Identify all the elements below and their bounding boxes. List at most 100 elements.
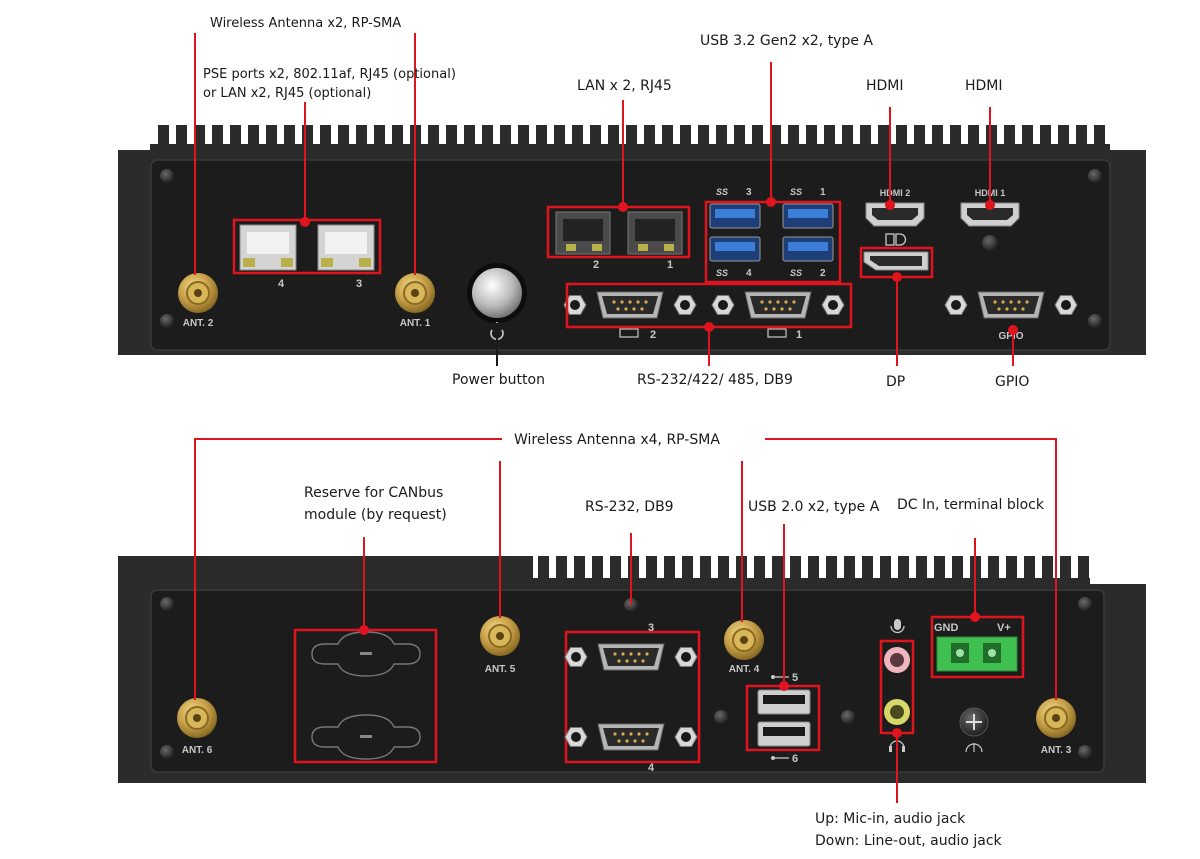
callout-dot (892, 272, 902, 282)
screw (160, 314, 174, 328)
bottom-callout-lines (194, 438, 1057, 803)
screw (841, 710, 855, 724)
screw (1088, 314, 1102, 328)
usb-1-label: 1 (820, 187, 826, 198)
callout-dot (970, 612, 980, 622)
serial-4-label: 4 (648, 762, 655, 774)
screw (982, 235, 998, 251)
usb-ss-mark: SS (716, 187, 728, 197)
usb32-port-1 (782, 203, 834, 229)
pse-port-3-label: 3 (356, 278, 362, 290)
usb20-port-6 (757, 721, 811, 747)
displayport-port (863, 251, 929, 271)
dp-icon (885, 233, 907, 246)
usb32-port-3 (709, 203, 761, 229)
antenna-connector-ant3 (1036, 698, 1076, 738)
gpio-label: GPIO (995, 374, 1030, 390)
ground-icon (965, 743, 983, 753)
serial-icon (619, 328, 639, 338)
screw (160, 169, 174, 183)
db9-serial-port-3 (564, 643, 698, 671)
audio-label-line1: Up: Mic-in, audio jack (815, 811, 966, 827)
gpio-db9-port (944, 291, 1078, 319)
dc-in-terminal-block (936, 636, 1018, 672)
usb32-port-4 (709, 236, 761, 262)
usb-3-label: 3 (746, 187, 752, 198)
callout-dot (618, 202, 628, 212)
callout-dot (359, 625, 369, 635)
serial-icon (767, 328, 787, 338)
antenna-connector-ant5 (480, 616, 520, 656)
usb32-port-2 (782, 236, 834, 262)
ground-screw (959, 707, 989, 737)
screw (1088, 169, 1102, 183)
usb-6-label: 6 (792, 753, 798, 765)
usb-ss-mark: SS (790, 268, 802, 278)
db9-serial-port-4 (564, 723, 698, 751)
usb-ss-mark: SS (716, 268, 728, 278)
usb20-label: USB 2.0 x2, type A (748, 499, 880, 515)
hdmi2-label: HDMI 2 (880, 188, 911, 198)
lan-1-label: 1 (667, 259, 673, 271)
rs232-422-485-label: RS-232/422/ 485, DB9 (637, 372, 793, 388)
callout-dot (885, 200, 895, 210)
usb-ss-mark: SS (790, 187, 802, 197)
usb-4-label: 4 (746, 268, 752, 279)
pse-rj45-port-4 (239, 224, 297, 271)
audio-label-line2: Down: Line-out, audio jack (815, 833, 1002, 849)
pse-ports-label-line1: PSE ports x2, 802.11af, RJ45 (optional) (203, 67, 456, 82)
screw (1078, 597, 1092, 611)
top-callout-lines (194, 33, 1018, 366)
callout-dot (704, 322, 714, 332)
antenna-connector-ant1 (395, 273, 435, 313)
line-out-jack (884, 699, 910, 725)
gnd-label: GND (934, 622, 959, 634)
antenna-connector-ant6 (177, 698, 217, 738)
rear-panel (150, 589, 1105, 773)
vplus-label: V+ (997, 622, 1011, 634)
hdmi-port-1 (960, 202, 1020, 227)
dc-in-label: DC In, terminal block (897, 497, 1044, 513)
hdmi-port-2 (865, 202, 925, 227)
hdmi-label-b: HDMI (965, 78, 1003, 94)
microphone-icon (890, 619, 905, 634)
power-button-label: Power button (452, 372, 545, 388)
serial-3-label: 3 (648, 622, 654, 634)
lan-2-label: 2 (593, 259, 599, 271)
canbus-label-line1: Reserve for CANbus (304, 485, 444, 501)
rs232-label: RS-232, DB9 (585, 499, 674, 515)
mic-in-jack (884, 647, 910, 673)
lan-port-2 (555, 211, 611, 255)
ant1-label: ANT. 1 (400, 318, 431, 329)
ant5-label: ANT. 5 (485, 664, 516, 675)
pse-ports-label-line2: or LAN x2, RJ45 (optional) (203, 86, 372, 101)
callout-line (194, 438, 502, 700)
db9-serial-port-1 (711, 291, 845, 319)
power-button[interactable] (467, 263, 527, 323)
pse-port-4-label: 4 (278, 278, 285, 290)
gpio-port-label: GPIO (998, 331, 1023, 342)
callout-dot (779, 681, 789, 691)
screw (1078, 745, 1092, 759)
usb20-port-5 (757, 689, 811, 715)
lan-port-1 (627, 211, 683, 255)
antenna-connector-ant2 (178, 273, 218, 313)
usb-2-label: 2 (820, 268, 826, 279)
callout-dot (985, 200, 995, 210)
canbus-knockout-2 (311, 714, 421, 760)
lan-label: LAN x 2, RJ45 (577, 78, 672, 94)
screw (160, 597, 174, 611)
callout-dot (1008, 325, 1018, 335)
dp-label: DP (886, 374, 906, 390)
ant3-label: ANT. 3 (1041, 745, 1072, 756)
callout-dot (300, 217, 310, 227)
cooling-fins-top (150, 125, 1110, 152)
canbus-label-line2: module (by request) (304, 507, 447, 523)
callout-dot (892, 728, 902, 738)
screw (714, 710, 728, 724)
screw (160, 745, 174, 759)
ant2-label: ANT. 2 (183, 318, 214, 329)
canbus-knockout-1 (311, 631, 421, 677)
rs232-highlight (564, 630, 701, 764)
